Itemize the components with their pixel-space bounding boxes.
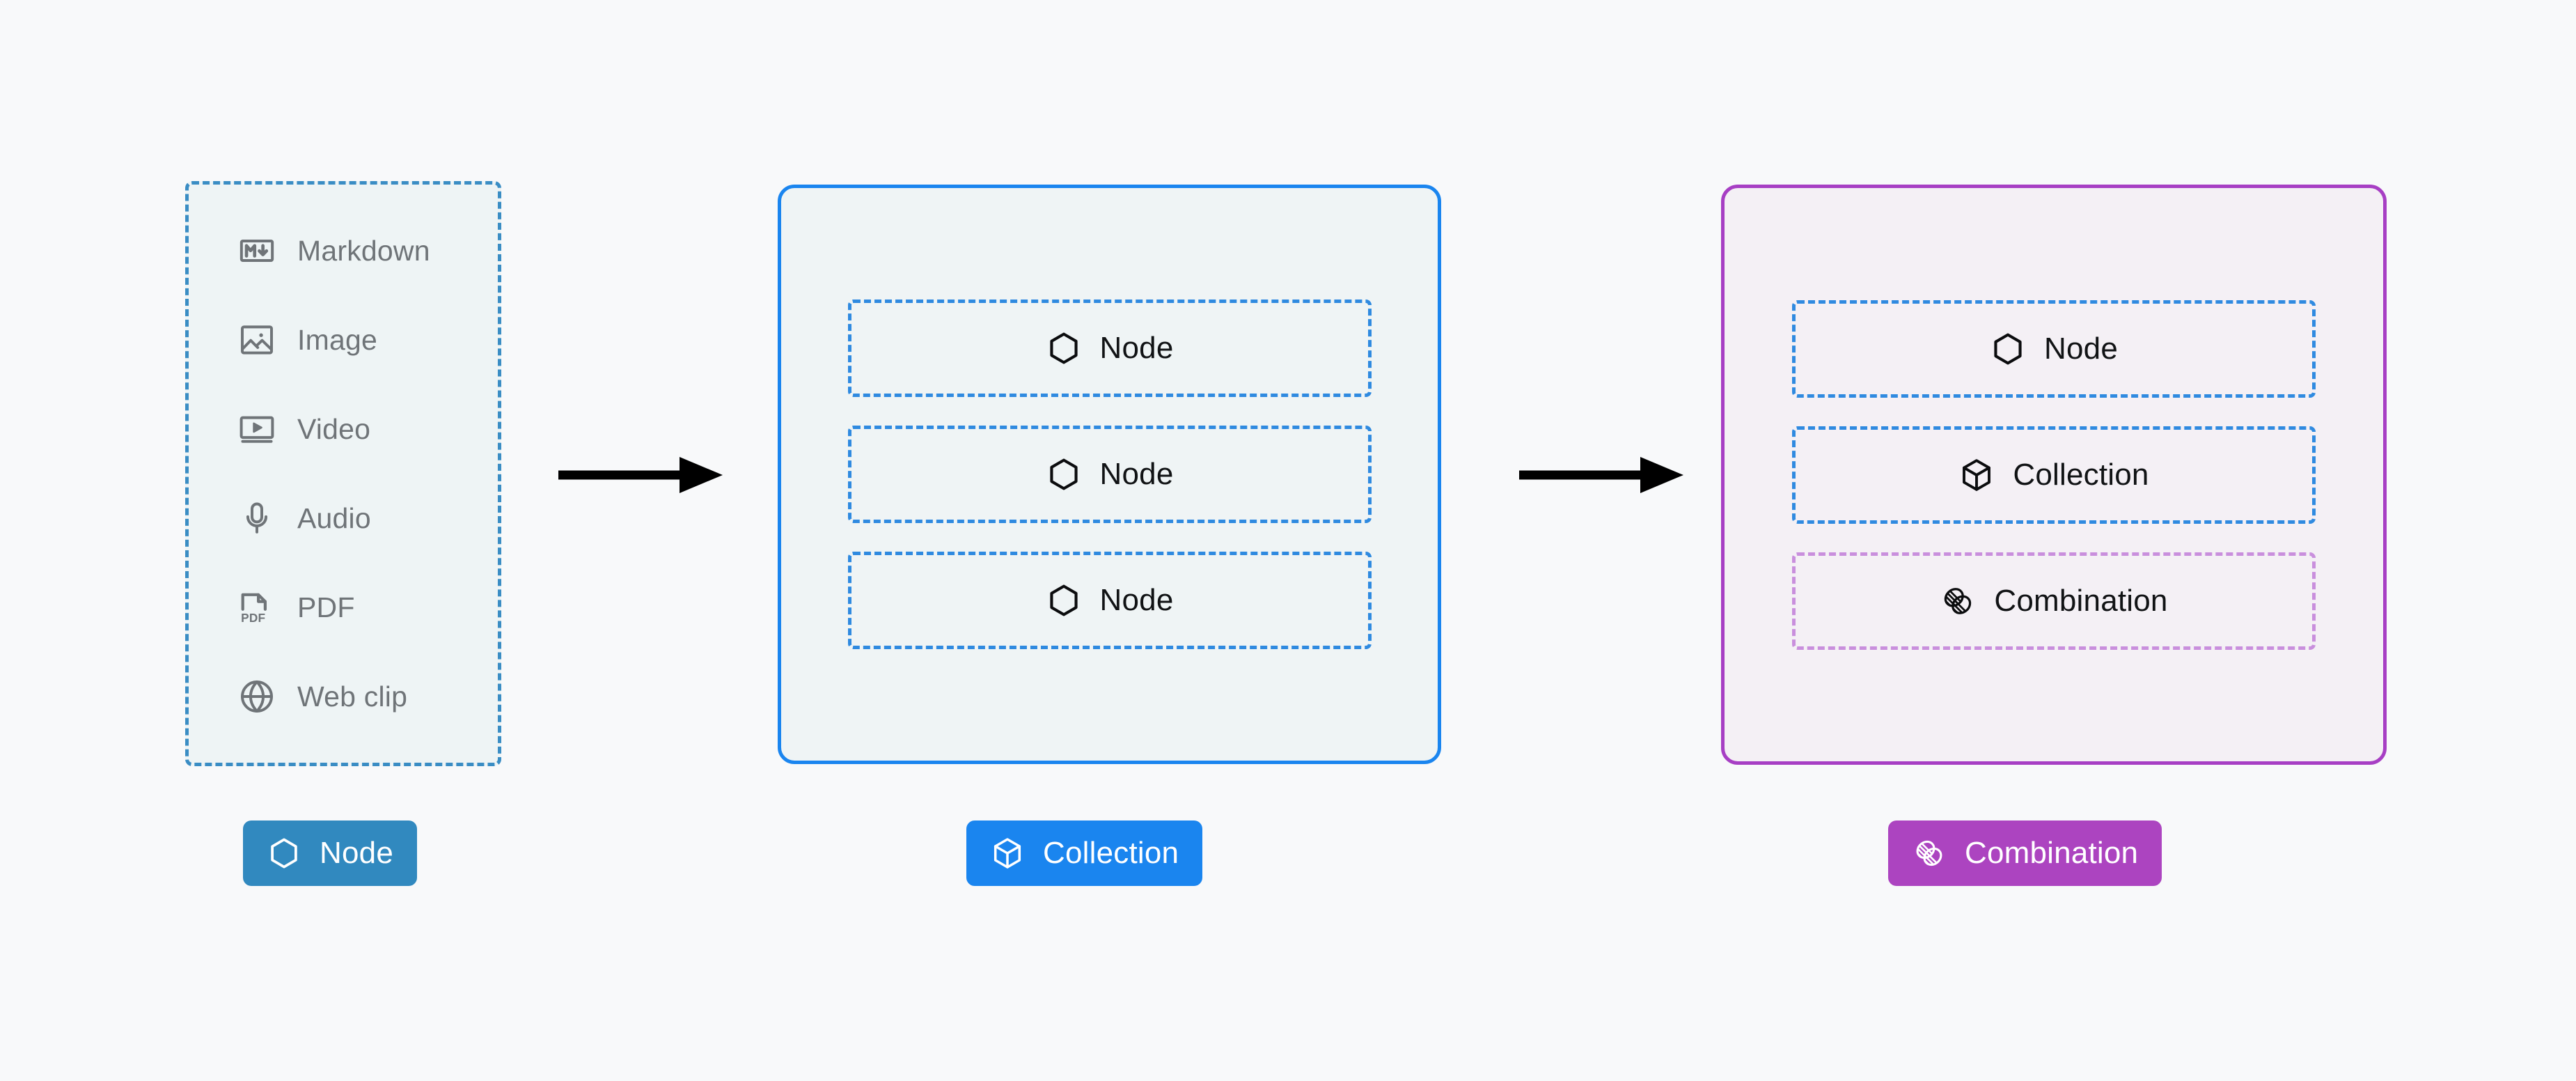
collection-item-label: Collection [2013, 457, 2149, 492]
node-item-label: Node [1099, 583, 1174, 617]
source-type-label: Web clip [297, 680, 408, 713]
combination-item-label: Combination [1994, 583, 2168, 618]
collection-panel: Node Node Node [778, 185, 1441, 764]
cube-collection-icon [1958, 457, 1995, 493]
combination-panel: Node Collection [1721, 185, 2387, 765]
node-item-box[interactable]: Node [847, 426, 1372, 523]
node-item-label: Node [1099, 331, 1174, 365]
node-item-box[interactable]: Node [847, 300, 1372, 397]
legend-pill-label: Node [320, 836, 393, 870]
source-type-row-image[interactable]: Image [237, 295, 498, 384]
legend-pill-collection[interactable]: Collection [966, 821, 1203, 886]
arrow-collection-to-combination [1518, 446, 1686, 504]
legend-pill-node[interactable]: Node [243, 821, 417, 886]
source-type-label: PDF [297, 591, 355, 623]
node-item-box[interactable]: Node [847, 552, 1372, 649]
legend-pill-combination[interactable]: Combination [1888, 821, 2162, 886]
node-item-label: Node [1099, 457, 1174, 491]
hexagon-node-icon [1046, 330, 1082, 366]
combination-icon [1940, 583, 1976, 619]
source-type-row-video[interactable]: Video [237, 384, 498, 474]
combination-item-box[interactable]: Combination [1792, 552, 2316, 650]
svg-text:PDF: PDF [241, 611, 265, 625]
hexagon-node-icon [1046, 582, 1082, 619]
source-type-label: Markdown [297, 234, 430, 267]
arrow-sources-to-collection [557, 446, 725, 504]
node-item-box[interactable]: Node [1792, 300, 2316, 398]
source-types-panel: Markdown Image Video [185, 181, 501, 766]
hexagon-node-icon [1990, 331, 2026, 367]
source-type-label: Audio [297, 501, 371, 534]
hexagon-node-icon [1046, 456, 1082, 492]
node-item-label: Node [2044, 331, 2118, 366]
web-clip-icon [237, 677, 276, 716]
source-type-row-web-clip[interactable]: Web clip [237, 652, 498, 741]
image-icon [237, 320, 276, 359]
source-type-row-audio[interactable]: Audio [237, 474, 498, 563]
source-type-label: Image [297, 323, 377, 356]
markdown-icon [237, 231, 276, 270]
audio-icon [237, 499, 276, 538]
legend-pill-label: Combination [1965, 836, 2139, 870]
cube-collection-icon [990, 836, 1025, 871]
video-icon [237, 410, 276, 449]
pdf-icon: PDF [237, 588, 276, 627]
hexagon-node-icon [267, 836, 301, 871]
combination-icon [1912, 836, 1947, 871]
legend-pill-label: Collection [1043, 836, 1179, 870]
source-type-label: Video [297, 412, 371, 445]
source-type-row-pdf[interactable]: PDF PDF [237, 563, 498, 652]
source-type-row-markdown[interactable]: Markdown [237, 206, 498, 295]
collection-item-box[interactable]: Collection [1792, 426, 2316, 524]
